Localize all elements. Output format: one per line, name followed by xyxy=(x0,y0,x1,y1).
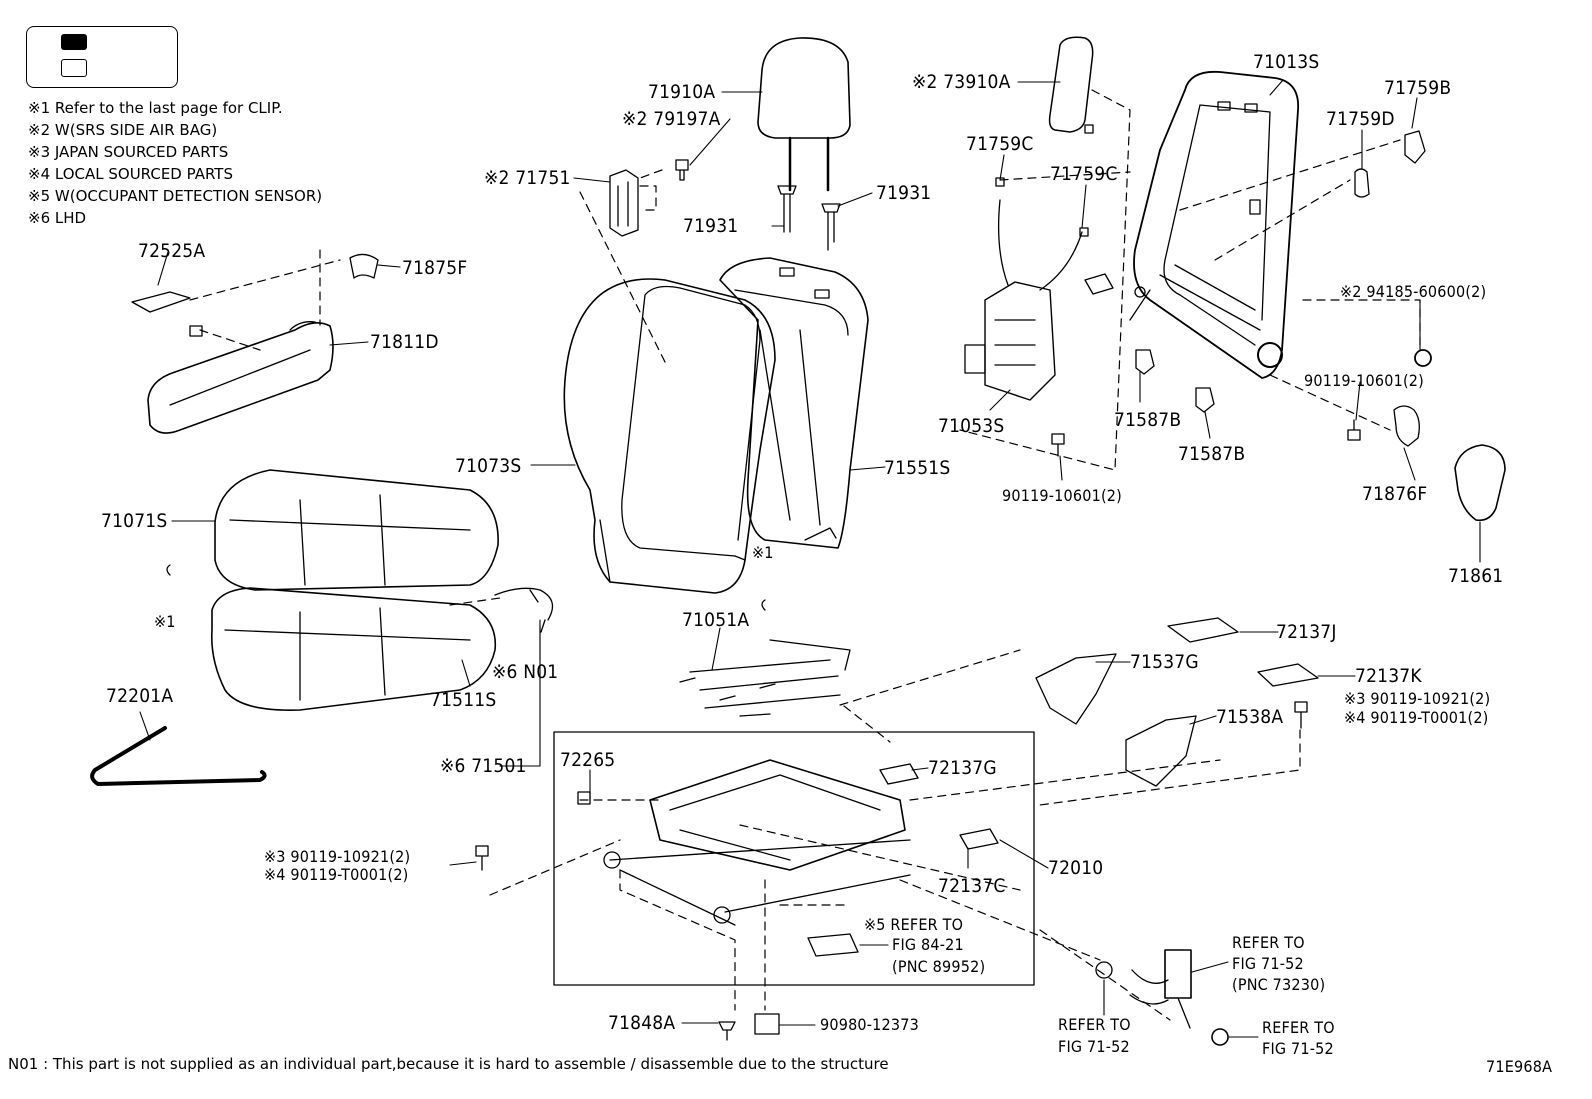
note-4: ※4 LOCAL SOURCED PARTS xyxy=(28,165,233,183)
bracket-icon xyxy=(610,170,638,236)
figure-code: 71E968A xyxy=(1486,1057,1553,1076)
seat-adjuster-icon xyxy=(604,760,910,925)
part-label[interactable]: 71511S xyxy=(430,689,497,711)
part-label[interactable]: ※2 71751 xyxy=(484,167,571,189)
part-label[interactable]: ※4 90119-T0001(2) xyxy=(264,865,409,884)
legend-box xyxy=(26,26,178,88)
cover-icon xyxy=(1394,406,1505,520)
part-label[interactable]: ※3 90119-10921(2) xyxy=(264,847,411,866)
part-label[interactable]: 71587B xyxy=(1178,443,1246,465)
leader-lines xyxy=(140,80,1480,1037)
seatback-frame-icon xyxy=(1130,72,1298,378)
clip-icon xyxy=(996,131,1425,412)
part-label[interactable]: 72010 xyxy=(1048,857,1104,879)
clip-note-label: ※1 xyxy=(154,612,176,631)
footnote: N01 : This part is not supplied as an in… xyxy=(8,1055,889,1073)
part-label[interactable]: 71931 xyxy=(683,215,739,237)
part-label[interactable]: 71848A xyxy=(608,1012,676,1034)
part-label[interactable]: 71759B xyxy=(1384,77,1452,99)
headrest-guide-icon xyxy=(778,186,840,250)
trim-cover-icon xyxy=(1036,618,1318,786)
part-label[interactable]: 71073S xyxy=(455,455,522,477)
part-label[interactable]: ※6 N01 xyxy=(492,661,559,683)
legend-open-swatch xyxy=(61,59,87,77)
seat-belt-buckle-icon xyxy=(1130,950,1191,1028)
part-label[interactable]: 71861 xyxy=(1448,565,1504,587)
part-label[interactable]: 72525A xyxy=(138,240,206,262)
reference-label[interactable]: FIG 84-21 xyxy=(892,935,964,954)
reference-label[interactable]: ※5 REFER TO xyxy=(864,915,964,934)
part-label[interactable]: 71537G xyxy=(1130,651,1199,673)
part-label[interactable]: 71071S xyxy=(101,510,168,532)
clip-icon xyxy=(762,600,765,610)
reference-label[interactable]: (PNC 73230) xyxy=(1232,975,1326,994)
part-label[interactable]: 71587B xyxy=(1114,409,1182,431)
part-label[interactable]: 71551S xyxy=(884,457,951,479)
assembly-boundary xyxy=(554,732,1034,985)
part-label[interactable]: 90119-10601(2) xyxy=(1304,371,1424,390)
part-label[interactable]: ※2 94185-60600(2) xyxy=(1340,282,1487,301)
part-label[interactable]: 71910A xyxy=(648,81,716,103)
part-label[interactable]: 71051A xyxy=(682,609,750,631)
part-label[interactable]: 71013S xyxy=(1253,51,1320,73)
pin-icon xyxy=(676,160,688,180)
clip-note-label: ※1 xyxy=(752,543,774,562)
part-label[interactable]: 71931 xyxy=(876,182,932,204)
part-label[interactable]: 71759D xyxy=(1326,108,1395,130)
reference-label[interactable]: FIG 71-52 xyxy=(1232,954,1304,973)
part-label[interactable]: 72137G xyxy=(928,757,997,779)
part-label[interactable]: 71811D xyxy=(370,331,439,353)
side-shield-icon xyxy=(132,254,378,433)
headrest-icon xyxy=(758,38,850,190)
reference-label[interactable]: REFER TO xyxy=(1232,933,1305,952)
part-label[interactable]: 90119-10601(2) xyxy=(1002,486,1122,505)
part-label[interactable]: ※2 79197A xyxy=(622,108,721,130)
clip-icon xyxy=(167,565,170,575)
part-label[interactable]: 72137J xyxy=(1276,621,1337,643)
cushion-pad-icon xyxy=(212,588,496,710)
part-label[interactable]: 71053S xyxy=(938,415,1005,437)
note-1: ※1 Refer to the last page for CLIP. xyxy=(28,99,283,117)
part-label[interactable]: 72137C xyxy=(938,875,1006,897)
note-6: ※6 LHD xyxy=(28,209,87,227)
part-label[interactable]: 90980-12373 xyxy=(820,1015,919,1034)
reference-label[interactable]: (PNC 89952) xyxy=(892,957,986,976)
part-label[interactable]: ※3 90119-10921(2) xyxy=(1344,689,1491,708)
note-3: ※3 JAPAN SOURCED PARTS xyxy=(28,143,229,161)
reference-label[interactable]: REFER TO xyxy=(1262,1018,1335,1037)
cushion-cover-icon xyxy=(215,470,498,590)
part-label[interactable]: 71875F xyxy=(402,257,468,279)
part-label[interactable]: 72137K xyxy=(1355,665,1422,687)
part-label[interactable]: 71876F xyxy=(1362,483,1428,505)
part-label[interactable]: 72265 xyxy=(560,749,616,771)
airbag-module-icon xyxy=(1050,37,1093,133)
part-label[interactable]: 71759C xyxy=(966,133,1034,155)
fastener-icon xyxy=(190,326,1431,1045)
note-5: ※5 W(OCCUPANT DETECTION SENSOR) xyxy=(28,187,323,205)
assembly-guide-lines xyxy=(190,90,1420,1020)
part-label[interactable]: ※2 73910A xyxy=(912,71,1011,93)
legend-filled-swatch xyxy=(61,34,87,50)
sensor-icon xyxy=(578,764,998,1040)
harness-icon xyxy=(495,588,553,632)
spring-mat-icon xyxy=(680,640,850,716)
lumbar-support-icon xyxy=(965,200,1113,400)
part-label[interactable]: 71538A xyxy=(1216,706,1284,728)
reference-label[interactable]: FIG 71-52 xyxy=(1262,1039,1334,1058)
seatback-cover-icon xyxy=(564,279,775,593)
note-2: ※2 W(SRS SIDE AIR BAG) xyxy=(28,121,218,139)
part-label[interactable]: 72201A xyxy=(106,685,174,707)
reference-label[interactable]: REFER TO xyxy=(1058,1015,1131,1034)
part-label[interactable]: 71759C xyxy=(1050,163,1118,185)
part-label[interactable]: ※4 90119-T0001(2) xyxy=(1344,708,1489,727)
wire-icon xyxy=(92,728,264,784)
reference-label[interactable]: FIG 71-52 xyxy=(1058,1037,1130,1056)
part-label[interactable]: ※6 71501 xyxy=(440,755,527,777)
